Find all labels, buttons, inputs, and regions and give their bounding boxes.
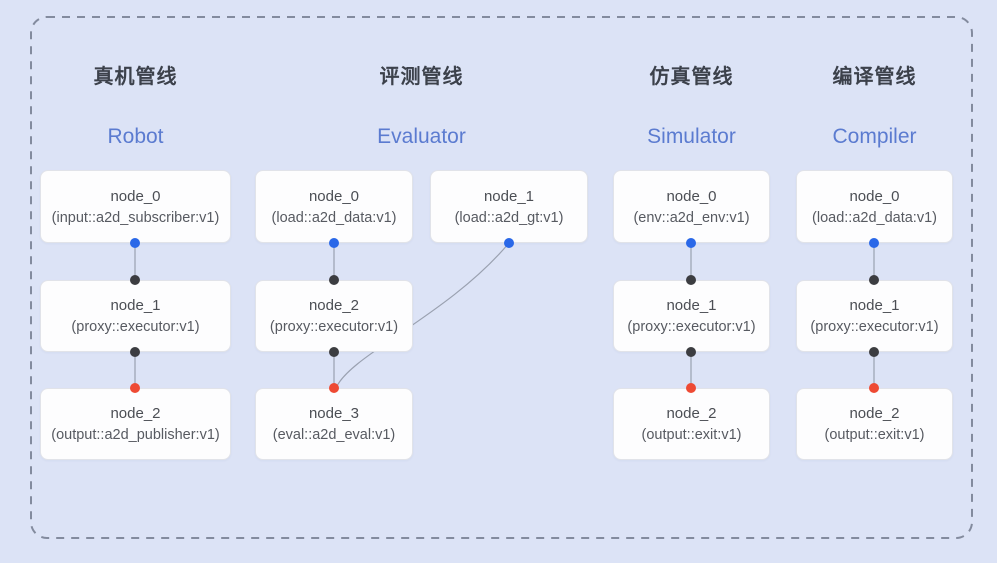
node-type: (eval::a2d_eval:v1) xyxy=(272,427,396,443)
node-name: node_2 xyxy=(308,297,360,314)
simulator-node-2: node_2 (output::exit:v1) xyxy=(613,388,770,460)
pipeline-title-en-evaluator: Evaluator xyxy=(377,125,466,148)
pipeline-title-zh-simulator: 仿真管线 xyxy=(649,66,734,88)
node-name: node_2 xyxy=(666,405,717,422)
simulator-node-0: node_0 (env::a2d_env:v1) xyxy=(613,170,770,243)
sink-port-dot xyxy=(869,383,879,393)
evaluator-node-1: node_1 (load::a2d_gt:v1) xyxy=(430,170,588,243)
node-type: (proxy::executor:v1) xyxy=(627,319,756,335)
node-type: (load::a2d_gt:v1) xyxy=(454,209,564,226)
node-name: node_2 xyxy=(110,405,161,422)
sink-port-dot xyxy=(686,383,696,393)
node-type: (proxy::executor:v1) xyxy=(71,319,200,335)
robot-node-1: node_1 (proxy::executor:v1) xyxy=(40,280,231,352)
compiler-node-0: node_0 (load::a2d_data:v1) xyxy=(796,170,953,243)
pipeline-title-zh-robot: 真机管线 xyxy=(93,66,178,88)
compiler-node-2: node_2 (output::exit:v1) xyxy=(796,388,953,460)
output-port-dot xyxy=(686,347,696,357)
node-type: (output::exit:v1) xyxy=(824,427,925,443)
node-name: node_0 xyxy=(308,187,360,205)
evaluator-node-0: node_0 (load::a2d_data:v1) xyxy=(255,170,413,243)
node-type: (proxy::executor:v1) xyxy=(810,319,939,335)
node-type: (load::a2d_data:v1) xyxy=(271,209,397,226)
node-type: (input::a2d_subscriber:v1) xyxy=(51,209,220,226)
node-name: node_1 xyxy=(666,297,717,314)
compiler-node-1: node_1 (proxy::executor:v1) xyxy=(796,280,953,352)
node-name: node_0 xyxy=(849,187,900,205)
simulator-node-1: node_1 (proxy::executor:v1) xyxy=(613,280,770,352)
node-name: node_1 xyxy=(483,187,535,205)
node-name: node_3 xyxy=(308,405,360,422)
pipeline-title-zh-evaluator: 评测管线 xyxy=(379,66,464,88)
source-port-dot xyxy=(504,238,514,248)
pipeline-title-zh-compiler: 编译管线 xyxy=(832,66,917,88)
node-type: (proxy::executor:v1) xyxy=(269,319,399,335)
evaluator-node-2: node_2 (proxy::executor:v1) xyxy=(255,280,413,352)
sink-port-dot xyxy=(329,383,339,393)
input-port-dot xyxy=(329,275,339,285)
robot-node-2: node_2 (output::a2d_publisher:v1) xyxy=(40,388,231,460)
node-name: node_2 xyxy=(849,405,900,422)
output-port-dot xyxy=(869,347,879,357)
pipeline-title-en-simulator: Simulator xyxy=(647,125,736,148)
dashed-border xyxy=(30,16,973,539)
node-type: (env::a2d_env:v1) xyxy=(633,209,750,226)
source-port-dot xyxy=(130,238,140,248)
source-port-dot xyxy=(686,238,696,248)
robot-node-0: node_0 (input::a2d_subscriber:v1) xyxy=(40,170,231,243)
node-type: (output::exit:v1) xyxy=(641,427,742,443)
output-port-dot xyxy=(130,347,140,357)
node-name: node_0 xyxy=(110,187,161,205)
node-name: node_1 xyxy=(110,297,161,314)
source-port-dot xyxy=(329,238,339,248)
input-port-dot xyxy=(869,275,879,285)
input-port-dot xyxy=(130,275,140,285)
node-type: (output::a2d_publisher:v1) xyxy=(51,427,220,443)
sink-port-dot xyxy=(130,383,140,393)
evaluator-node-3: node_3 (eval::a2d_eval:v1) xyxy=(255,388,413,460)
node-name: node_0 xyxy=(666,187,717,205)
node-name: node_1 xyxy=(849,297,900,314)
source-port-dot xyxy=(869,238,879,248)
input-port-dot xyxy=(686,275,696,285)
pipeline-title-en-robot: Robot xyxy=(107,125,164,148)
pipeline-title-en-compiler: Compiler xyxy=(832,125,917,148)
output-port-dot xyxy=(329,347,339,357)
node-type: (load::a2d_data:v1) xyxy=(812,209,937,226)
